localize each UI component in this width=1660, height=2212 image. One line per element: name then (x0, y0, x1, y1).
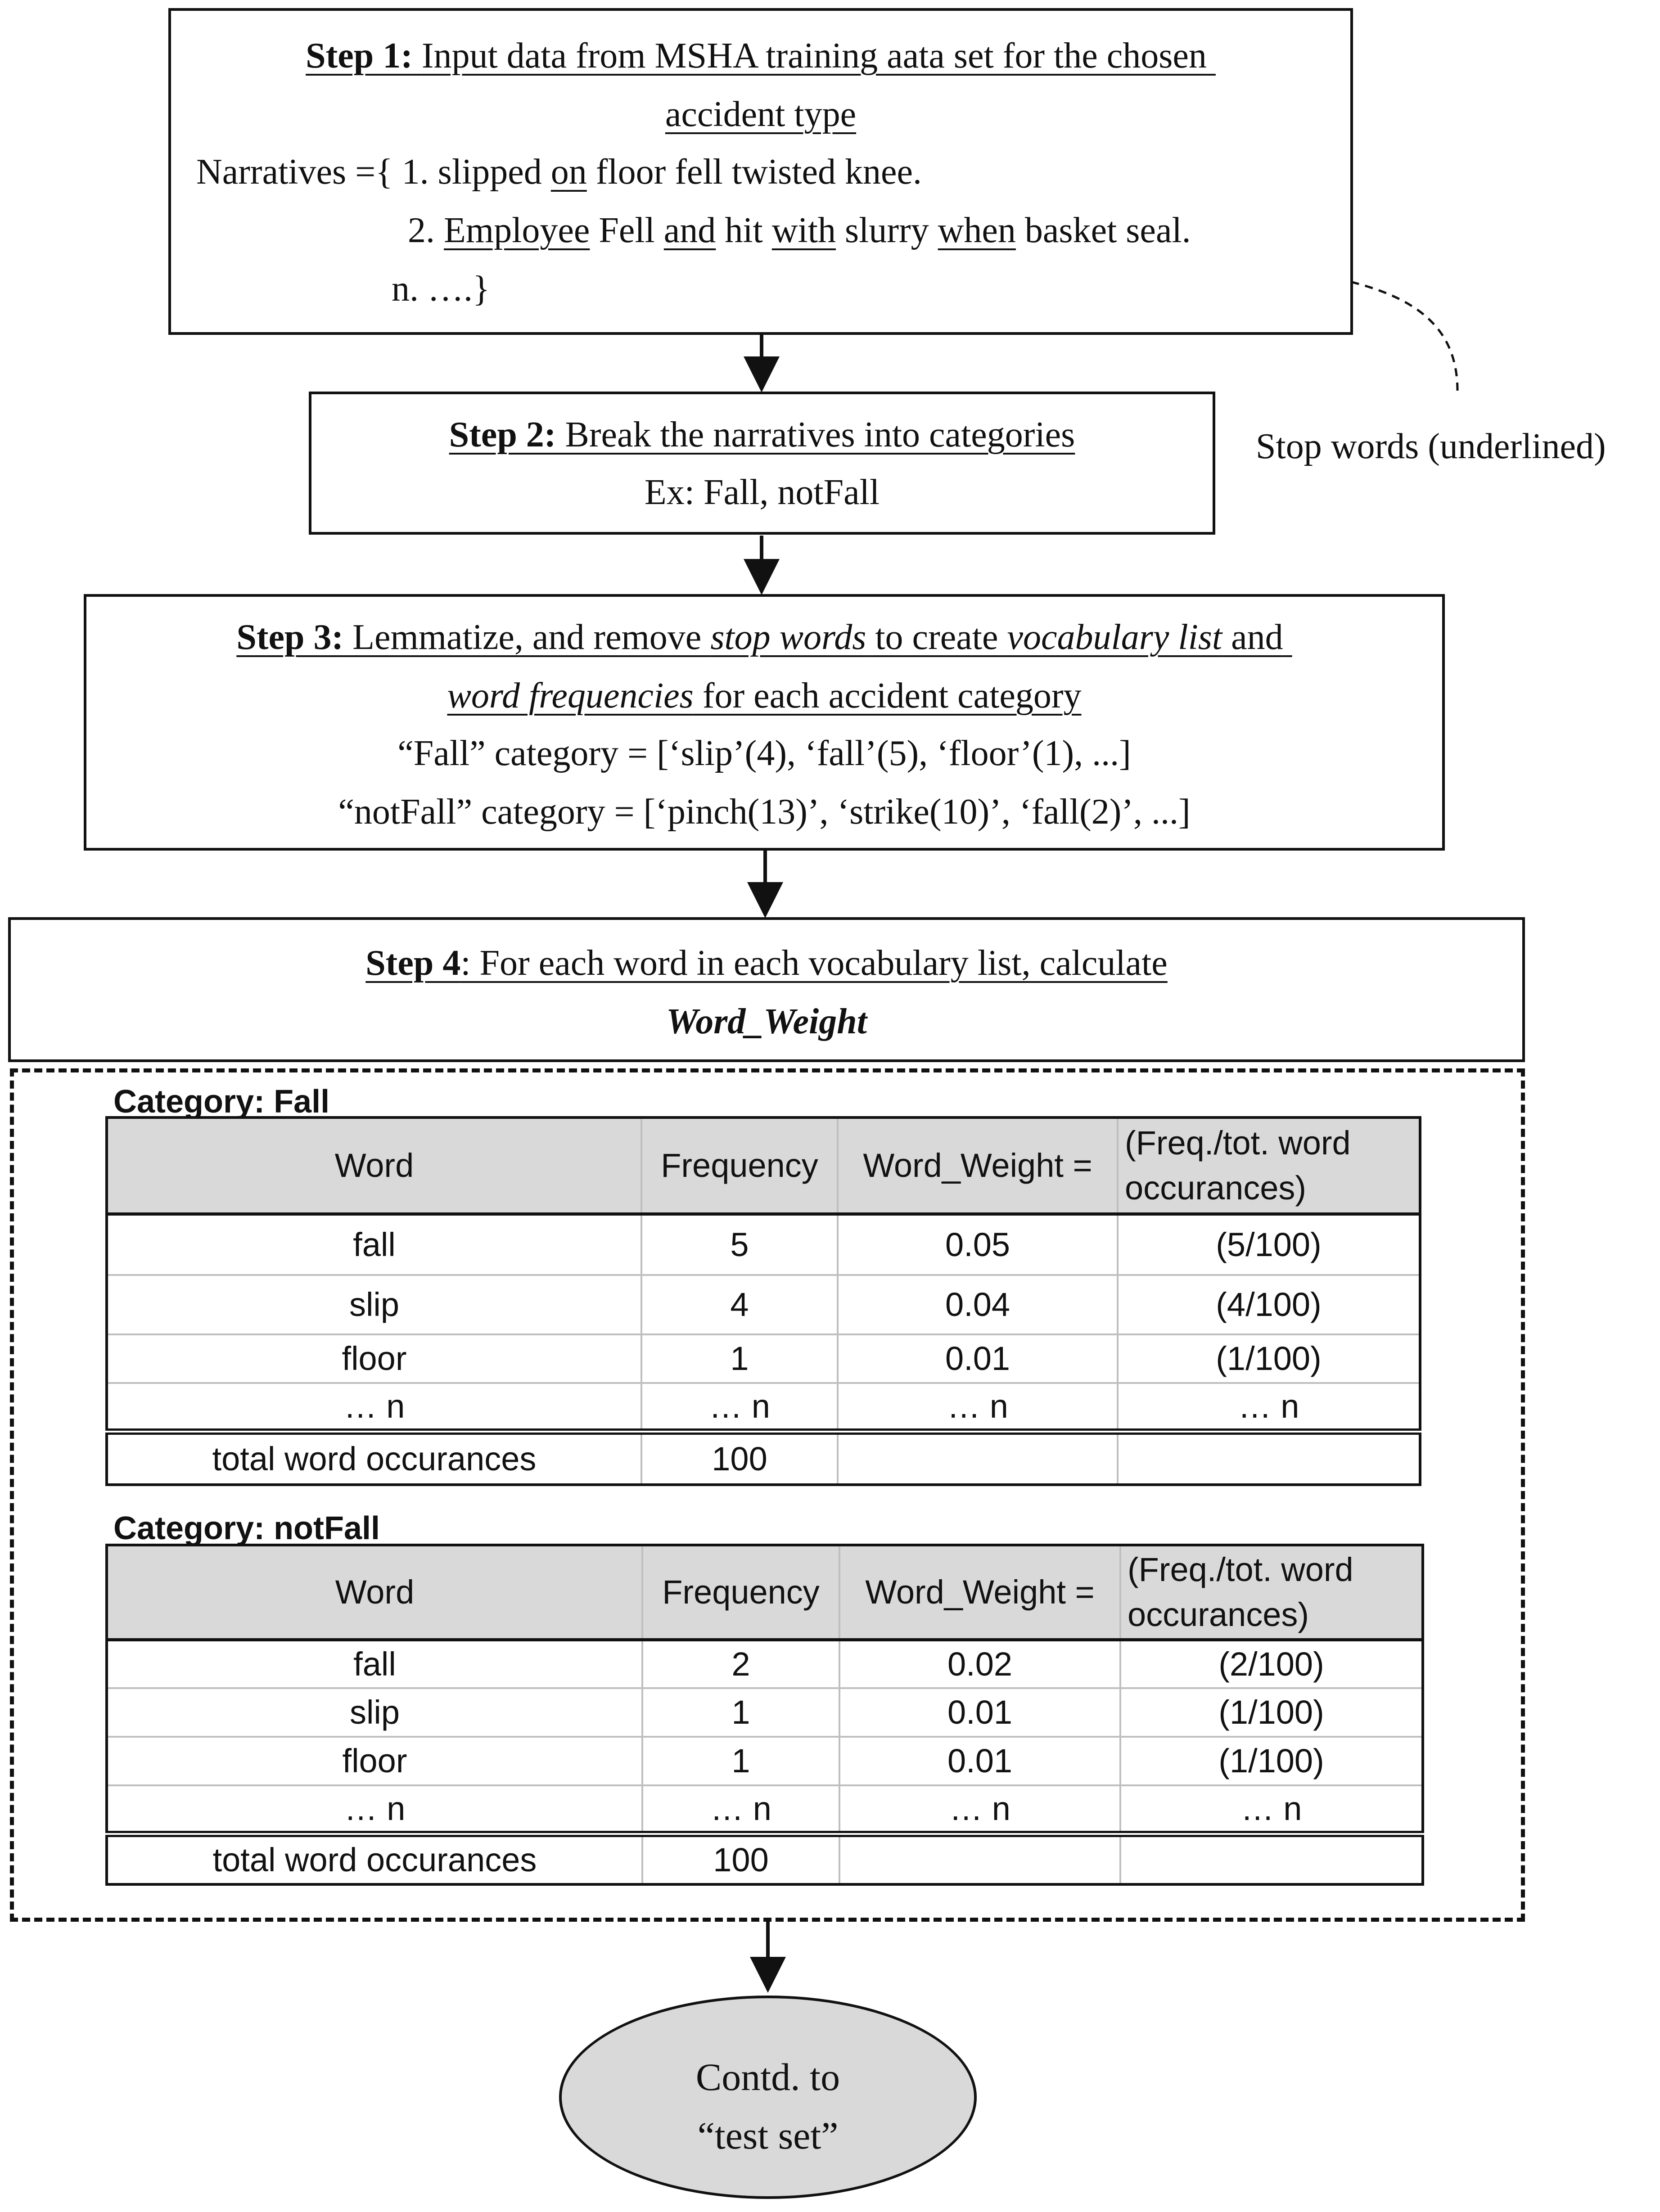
step4-box: Step 4: For each word in each vocabulary… (8, 917, 1525, 1062)
table-total-row: total word occurances 100 (105, 1831, 1424, 1886)
oval-line1: Contd. to (695, 2055, 840, 2099)
table-row: floor 1 0.01 (1/100) (105, 1334, 1421, 1384)
cell-word-weight: 0.02 (839, 1639, 1121, 1689)
step2-example: Ex: Fall, notFall (644, 473, 880, 512)
cell-frequency: 5 (641, 1213, 839, 1276)
step3-title-line2: word frequencies for each accident categ… (447, 676, 1082, 716)
stop-word: on (550, 152, 587, 192)
header-formula: (Freq./tot. word occurances) (1117, 1116, 1421, 1216)
header-frequency: Frequency (641, 1544, 840, 1641)
cell-word-weight: … n (837, 1382, 1119, 1433)
fall-word-table: Word Frequency Word_Weight = (Freq./tot.… (105, 1116, 1421, 1486)
narrative-n: n. ….} (392, 269, 490, 309)
cell-formula: (1/100) (1119, 1687, 1424, 1738)
narrative-2: 2. Employee Fell and hit with slurry whe… (408, 211, 1191, 250)
step1-label: Step 1: (306, 36, 413, 76)
step1-title-line1: Step 1: Input data from MSHA training aa… (306, 36, 1207, 76)
total-value: 100 (641, 1428, 839, 1486)
cell-frequency: … n (641, 1382, 839, 1433)
cell-frequency: 2 (641, 1639, 840, 1689)
header-word-weight: Word_Weight = (837, 1116, 1119, 1216)
step1-title-line2: accident type (665, 95, 857, 134)
step2-box: Step 2: Break the narratives into catego… (309, 392, 1215, 535)
cell-word-weight: 0.04 (837, 1274, 1119, 1335)
cell-word-weight: 0.01 (839, 1687, 1121, 1738)
cell-frequency: 4 (641, 1274, 839, 1335)
cell-word: fall (105, 1639, 643, 1689)
table-row: slip 4 0.04 (4/100) (105, 1274, 1421, 1335)
cell-formula: (2/100) (1119, 1639, 1424, 1689)
step2-title: Step 2: Break the narratives into catego… (449, 415, 1075, 455)
total-label: total word occurances (105, 1428, 642, 1486)
header-word: Word (105, 1116, 642, 1216)
tables-dashed-frame (10, 1068, 1525, 1922)
cell-word-weight: … n (839, 1784, 1121, 1835)
cell-frequency: … n (641, 1784, 840, 1835)
oval-line2: “test set” (697, 2114, 839, 2157)
cell-word: floor (105, 1736, 643, 1786)
table-row: slip 1 0.01 (1/100) (105, 1687, 1424, 1738)
cell-word: slip (105, 1687, 643, 1738)
continued-to-test-set-oval: Contd. to “test set” (559, 1996, 977, 2199)
notfall-word-table: Word Frequency Word_Weight = (Freq./tot.… (105, 1544, 1424, 1886)
category-label-notfall: Category: notFall (113, 1510, 380, 1546)
header-formula: (Freq./tot. word occurances) (1119, 1544, 1424, 1641)
header-word-weight: Word_Weight = (839, 1544, 1121, 1641)
table-row: fall 5 0.05 (5/100) (105, 1213, 1421, 1276)
stop-word: with (771, 211, 836, 250)
table-row: floor 1 0.01 (1/100) (105, 1736, 1424, 1786)
table-row: … n … n … n … n (105, 1382, 1421, 1433)
cell-word: … n (105, 1382, 642, 1433)
table-header-row: Word Frequency Word_Weight = (Freq./tot.… (105, 1116, 1421, 1216)
table-total-row: total word occurances 100 (105, 1428, 1421, 1486)
category-label-fall: Category: Fall (113, 1084, 330, 1120)
cell-frequency: 1 (641, 1736, 840, 1786)
step4-title: Step 4: For each word in each vocabulary… (365, 943, 1168, 983)
step3-title-line1: Step 3: Lemmatize, and remove stop words… (236, 617, 1283, 657)
cell-word: fall (105, 1213, 642, 1276)
cell-word: floor (105, 1334, 642, 1384)
stop-word: when (938, 211, 1016, 250)
cell-formula: (1/100) (1117, 1334, 1421, 1384)
table-header-row: Word Frequency Word_Weight = (Freq./tot.… (105, 1544, 1424, 1641)
step3-box: Step 3: Lemmatize, and remove stop words… (84, 594, 1445, 851)
table-row: … n … n … n … n (105, 1784, 1424, 1835)
cell-formula: … n (1117, 1382, 1421, 1433)
cell-word-weight: 0.01 (839, 1736, 1121, 1786)
stopwords-note: Stop words (underlined) (1256, 427, 1606, 466)
step4-subtitle: Word_Weight (666, 1002, 867, 1041)
cell-frequency: 1 (641, 1334, 839, 1384)
stop-word: and (663, 211, 716, 250)
step1-box: Step 1: Input data from MSHA training aa… (168, 8, 1353, 335)
stopwords-dashed-arrow (1096, 243, 1459, 391)
cell-word-weight: 0.05 (837, 1213, 1119, 1276)
cell-formula: (4/100) (1117, 1274, 1421, 1335)
cell-frequency: 1 (641, 1687, 840, 1738)
header-frequency: Frequency (641, 1116, 839, 1216)
narrative-1: Narratives ={ 1. slipped on floor fell t… (196, 152, 922, 192)
header-word: Word (105, 1544, 643, 1641)
cell-formula: (1/100) (1119, 1736, 1424, 1786)
table-row: fall 2 0.02 (2/100) (105, 1639, 1424, 1689)
notfall-category-line: “notFall” category = [‘pinch(13)’, ‘stri… (338, 792, 1191, 832)
cell-word: slip (105, 1274, 642, 1335)
total-label: total word occurances (105, 1831, 643, 1886)
cell-formula: … n (1119, 1784, 1424, 1835)
total-value: 100 (641, 1831, 840, 1886)
stop-word: Employee (444, 211, 590, 250)
cell-formula: (5/100) (1117, 1213, 1421, 1276)
cell-word-weight: 0.01 (837, 1334, 1119, 1384)
cell-word: … n (105, 1784, 643, 1835)
fall-category-line: “Fall” category = [‘slip’(4), ‘fall’(5),… (397, 734, 1131, 773)
